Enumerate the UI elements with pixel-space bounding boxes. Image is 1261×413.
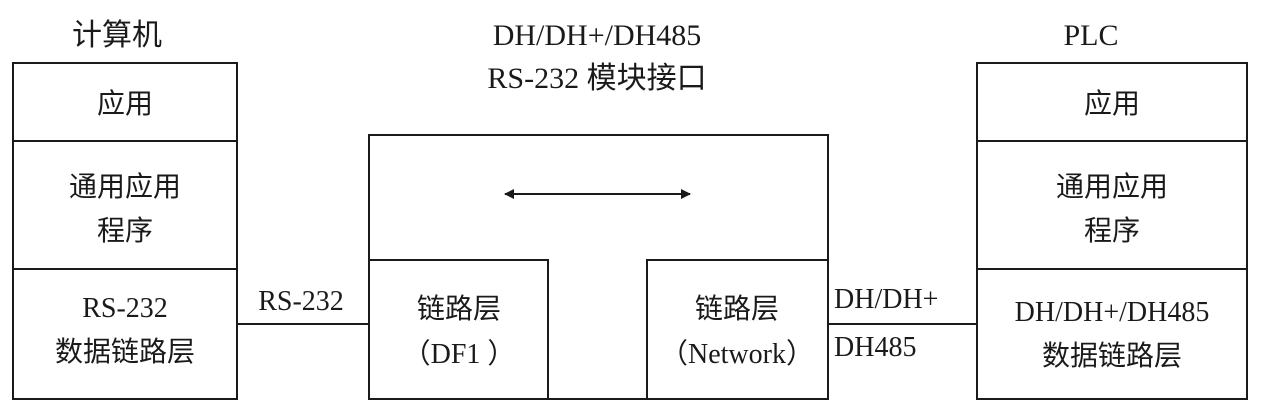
dh-connection: DH/DH+ DH485 [828, 284, 977, 363]
module-right-link-label-line2: （Network） [660, 338, 814, 370]
rs232-connection-label: RS-232 [258, 286, 344, 317]
computer-datalink-layer [12, 268, 238, 400]
dh-connection-label-line1: DH/DH+ [834, 284, 938, 315]
computer-common-app-label-line1: 通用应用 [69, 171, 181, 203]
computer-datalink-label-line1: RS-232 [82, 293, 168, 324]
plc-datalink-label-line1: DH/DH+/DH485 [1015, 297, 1210, 328]
plc-datalink-label-line2: 数据链路层 [1042, 340, 1182, 372]
plc-application-label: 应用 [1084, 88, 1140, 120]
plc-datalink-layer [976, 268, 1248, 400]
computer-common-app-layer [12, 140, 238, 270]
computer-application-layer [12, 62, 238, 142]
module-interface: DH/DH+/DH485 RS-232 模块接口 链路层 （DF1 ） 链路层 … [368, 19, 829, 400]
plc-title: PLC [1063, 19, 1118, 52]
plc-stack: PLC 应用 通用应用 程序 DH/DH+/DH485 数据链路层 [976, 19, 1248, 400]
module-left-link-label-line1: 链路层 [417, 293, 501, 325]
computer-datalink-label-line2: 数据链路层 [55, 336, 195, 368]
module-title-line2: RS-232 模块接口 [487, 62, 706, 95]
plc-common-app-label-line2: 程序 [1084, 215, 1140, 247]
module-right-link-label-line1: 链路层 [695, 293, 779, 325]
rs232-connection: RS-232 [237, 286, 369, 325]
module-title-line1: DH/DH+/DH485 [493, 19, 702, 52]
plc-application-layer [976, 62, 1248, 142]
dh-connection-label-line2: DH485 [834, 332, 916, 363]
plc-common-app-layer [976, 140, 1248, 270]
computer-title: 计算机 [72, 19, 162, 52]
plc-common-app-label-line1: 通用应用 [1056, 171, 1168, 203]
computer-stack: 计算机 应用 通用应用 程序 RS-232 数据链路层 [12, 19, 238, 400]
module-left-link-label-line2: （DF1 ） [403, 338, 516, 370]
module-right-link-layer [646, 259, 829, 400]
computer-common-app-label-line2: 程序 [97, 215, 153, 247]
module-left-link-layer [368, 259, 549, 400]
computer-application-label: 应用 [97, 88, 153, 120]
